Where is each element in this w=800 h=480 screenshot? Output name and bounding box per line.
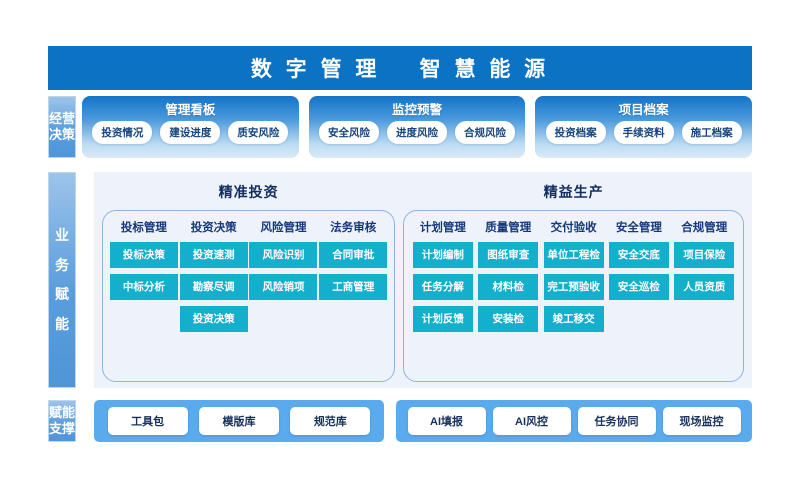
tile-item[interactable]: 项目保险 — [674, 242, 735, 268]
sidebar-label-business-c2: 务 — [55, 256, 69, 273]
block-card: 投标管理 投标决策 中标分析 投资决策 投资速测 勘察尽调 投资决策 风险管 — [102, 210, 396, 382]
tile-list: 投资速测 勘察尽调 投资决策 — [179, 242, 248, 332]
panel-title: 监控预警 — [392, 103, 443, 117]
block-card: 计划管理 计划编制 任务分解 计划反馈 质量管理 图纸审查 材料检 安装检 — [403, 210, 744, 382]
tile-item[interactable]: 安装检 — [478, 306, 539, 332]
column-title: 投资决策 — [190, 222, 237, 234]
sidebar-label-decision-line1: 经营 — [49, 110, 76, 126]
pill-item[interactable]: 施工档案 — [681, 121, 742, 144]
tile-item[interactable]: 风险识别 — [249, 242, 318, 268]
panel-pill-list: 投资情况 建设进度 质安风险 — [82, 121, 299, 144]
tile-item[interactable]: 风险销项 — [249, 274, 318, 300]
tile-item[interactable]: 计划反馈 — [412, 306, 473, 332]
support-group-toolkits: 工具包 模版库 规范库 — [94, 400, 384, 442]
support-button[interactable]: AI填报 — [407, 407, 486, 435]
tile-item[interactable]: 勘察尽调 — [179, 274, 248, 300]
column-delivery-acceptance: 交付验收 单位工程检 完工预验收 竣工移交 — [543, 219, 604, 371]
tile-item[interactable]: 竣工移交 — [543, 306, 604, 332]
sidebar-label-support-line2: 支撑 — [49, 421, 76, 436]
column-risk-management: 风险管理 风险识别 风险销项 — [249, 219, 318, 371]
tile-item[interactable]: 任务分解 — [412, 274, 473, 300]
support-group-ai-services: AI填报 AI风控 任务协同 现场监控 — [396, 400, 752, 442]
tile-list: 项目保险 人员资质 — [674, 242, 735, 300]
column-legal-review: 法务审核 合同审批 工商管理 — [319, 219, 388, 371]
tile-item[interactable]: 完工预验收 — [543, 274, 604, 300]
support-button[interactable]: 规范库 — [290, 407, 371, 435]
tile-item[interactable]: 工商管理 — [319, 274, 388, 300]
tile-item[interactable]: 投资速测 — [179, 242, 248, 268]
support-button[interactable]: 现场监控 — [662, 407, 741, 435]
tile-list: 计划编制 任务分解 计划反馈 — [412, 242, 473, 332]
pill-item[interactable]: 手续资料 — [613, 121, 674, 144]
pill-item[interactable]: 安全风险 — [319, 121, 379, 144]
block-lean-production: 精益生产 计划管理 计划编制 任务分解 计划反馈 质量管理 图纸审查 材料检 — [403, 178, 744, 382]
sidebar-label-business-c4: 能 — [55, 315, 69, 332]
tile-item[interactable]: 材料检 — [478, 274, 539, 300]
pill-item[interactable]: 质安风险 — [228, 121, 289, 144]
tile-item[interactable]: 安全巡检 — [608, 274, 669, 300]
column-investment-decision: 投资决策 投资速测 勘察尽调 投资决策 — [179, 219, 248, 371]
column-title: 合规管理 — [681, 222, 728, 234]
pill-item[interactable]: 投资档案 — [545, 121, 606, 144]
column-plan-management: 计划管理 计划编制 任务分解 计划反馈 — [412, 219, 473, 371]
support-row: 工具包 模版库 规范库 AI填报 AI风控 任务协同 现场监控 — [94, 400, 752, 442]
sidebar-label-business[interactable]: 业 务 赋 能 — [48, 172, 76, 388]
tile-list: 合同审批 工商管理 — [319, 242, 388, 300]
tile-item[interactable]: 合同审批 — [319, 242, 388, 268]
column-title: 交付验收 — [550, 222, 597, 234]
pill-item[interactable]: 投资情况 — [92, 121, 153, 144]
tile-list: 图纸审查 材料检 安装检 — [478, 242, 539, 332]
pill-item[interactable]: 进度风险 — [387, 121, 447, 144]
column-title: 计划管理 — [419, 222, 466, 234]
tile-list: 安全交底 安全巡检 — [608, 242, 669, 300]
sidebar-label-support[interactable]: 赋能 支撑 — [48, 400, 76, 442]
page-title: 数 字 管 理 智 慧 能 源 — [250, 58, 550, 81]
tile-item[interactable]: 投资决策 — [179, 306, 248, 332]
pill-item[interactable]: 合规风险 — [455, 121, 515, 144]
pill-item[interactable]: 建设进度 — [160, 121, 221, 144]
support-button[interactable]: AI风控 — [492, 407, 571, 435]
column-compliance-management: 合规管理 项目保险 人员资质 — [674, 219, 735, 371]
support-button[interactable]: 任务协同 — [577, 407, 656, 435]
block-title: 精准投资 — [218, 184, 279, 200]
sidebar-label-business-c3: 赋 — [55, 286, 69, 302]
sidebar-label-decision-line2: 决策 — [49, 127, 76, 142]
column-title: 质量管理 — [485, 222, 532, 234]
block-precise-investment: 精准投资 投标管理 投标决策 中标分析 投资决策 投资速测 勘察尽调 投资决策 — [102, 178, 396, 382]
support-button[interactable]: 模版库 — [198, 407, 279, 435]
panel-monitoring-alerts[interactable]: 监控预警 安全风险 进度风险 合规风险 — [308, 96, 526, 158]
panel-management-dashboard[interactable]: 管理看板 投资情况 建设进度 质安风险 — [82, 96, 299, 158]
sidebar-label-decision[interactable]: 经营 决策 — [48, 96, 76, 158]
tile-list: 单位工程检 完工预验收 竣工移交 — [543, 242, 604, 332]
tile-item[interactable]: 人员资质 — [674, 274, 735, 300]
tile-item[interactable]: 计划编制 — [412, 242, 473, 268]
block-title: 精益生产 — [543, 184, 604, 200]
tile-item[interactable]: 单位工程检 — [543, 242, 604, 268]
panel-pill-list: 安全风险 进度风险 合规风险 — [309, 121, 526, 144]
column-title: 安全管理 — [615, 222, 662, 234]
tile-item[interactable]: 图纸审查 — [478, 242, 539, 268]
column-quality-management: 质量管理 图纸审查 材料检 安装检 — [478, 219, 539, 371]
tile-item[interactable]: 中标分析 — [109, 274, 178, 300]
tile-list: 风险识别 风险销项 — [249, 242, 318, 300]
column-safety-management: 安全管理 安全交底 安全巡检 — [608, 219, 669, 371]
decision-panel-group: 管理看板 投资情况 建设进度 质安风险 监控预警 安全风险 进度风险 合规风险 … — [82, 96, 753, 158]
panel-title: 管理看板 — [165, 103, 216, 117]
column-title: 投标管理 — [120, 222, 167, 234]
page-header: 数 字 管 理 智 慧 能 源 — [48, 46, 752, 90]
column-title: 法务审核 — [330, 222, 377, 234]
tile-list: 投标决策 中标分析 — [109, 242, 178, 300]
column-bid-management: 投标管理 投标决策 中标分析 — [109, 219, 178, 371]
tile-item[interactable]: 安全交底 — [608, 242, 669, 268]
panel-pill-list: 投资档案 手续资料 施工档案 — [535, 121, 752, 144]
panel-title: 项目档案 — [618, 103, 669, 117]
business-enablement-area: 精准投资 投标管理 投标决策 中标分析 投资决策 投资速测 勘察尽调 投资决策 — [94, 172, 752, 388]
tile-item[interactable]: 投标决策 — [109, 242, 178, 268]
sidebar-label-support-line1: 赋能 — [49, 404, 76, 420]
panel-project-archive[interactable]: 项目档案 投资档案 手续资料 施工档案 — [535, 96, 753, 158]
column-title: 风险管理 — [260, 222, 307, 234]
sidebar-label-business-c1: 业 — [55, 227, 69, 243]
support-button[interactable]: 工具包 — [107, 407, 188, 435]
